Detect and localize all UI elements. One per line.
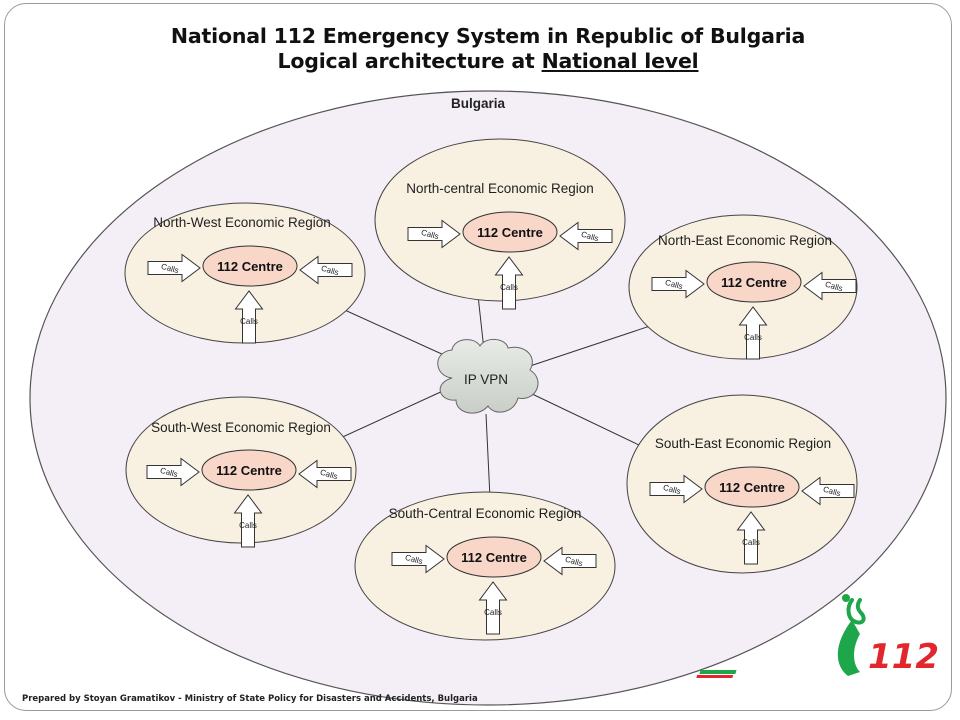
calls-arrow-bottom-south-east-shape-icon [736,511,766,565]
calls-arrow-right-south-central: Calls [543,546,597,576]
region-label-south-central: South-Central Economic Region [389,506,582,521]
title-line-2: Logical architecture at National level [0,49,960,73]
calls-arrow-left-south-west: Calls [146,457,200,487]
calls-arrow-right-north-west-shape-icon [299,255,353,285]
calls-arrow-left-north-east-shape-icon [651,269,705,299]
region-label-south-west: South-West Economic Region [151,420,331,435]
calls-arrow-bottom-north-east-label: Calls [744,333,762,342]
centre-label-south-west: 112 Centre [216,463,282,478]
calls-arrow-left-south-west-label: Calls [159,466,179,479]
calls-arrow-left-north-central-shape-icon [407,219,461,249]
calls-arrow-bottom-south-central-label: Calls [484,608,502,617]
calls-arrow-bottom-north-west-label: Calls [240,317,258,326]
title-line-1: National 112 Emergency System in Republi… [170,24,806,48]
centre-ellipse-south-east [704,466,800,508]
calls-arrow-right-south-west-shape-icon [298,459,352,489]
region-label-south-east: South-East Economic Region [655,436,831,451]
logo-underline-green [699,670,737,674]
calls-arrow-right-south-east-shape-icon [801,476,855,506]
calls-arrow-right-north-east: Calls [803,271,857,301]
footer-credit: Prepared by Stoyan Gramatikov - Ministry… [22,694,478,704]
calls-arrow-left-north-west-label: Calls [160,262,180,275]
country-label: Bulgaria [451,96,506,111]
calls-arrow-left-north-west: Calls [147,253,201,283]
calls-arrow-bottom-south-central-shape-icon [478,581,508,635]
title-line-2-underlined: National level [541,49,699,73]
region-label-north-central: North-central Economic Region [406,181,594,196]
logo-handset-top-icon [846,598,866,625]
logo-112: 112 [696,594,939,678]
calls-arrow-left-south-west-shape-icon [146,457,200,487]
calls-arrow-left-north-west-shape-icon [147,253,201,283]
region-label-north-east: North-East Economic Region [658,233,832,248]
calls-arrow-left-north-east-label: Calls [664,278,684,291]
ip-vpn-cloud: IP VPN [437,339,539,414]
calls-arrow-left-north-east: Calls [651,269,705,299]
region-label-north-west: North-West Economic Region [153,215,331,230]
centre-ellipse-north-central [462,211,558,253]
calls-arrow-left-south-central-label: Calls [404,553,424,566]
calls-arrow-right-south-east: Calls [801,476,855,506]
calls-arrow-left-south-east-label: Calls [662,483,682,496]
calls-arrow-bottom-south-east: Calls [736,511,766,565]
calls-arrow-bottom-north-west-shape-icon [234,290,264,344]
calls-arrow-bottom-south-central: Calls [478,581,508,635]
calls-arrow-bottom-north-central-shape-icon [494,256,524,310]
centre-label-south-central: 112 Centre [461,550,527,565]
centre-ellipse-south-west [201,449,297,491]
calls-arrow-right-north-east-shape-icon [803,271,857,301]
calls-arrow-left-south-central-shape-icon [391,544,445,574]
centre-label-north-west: 112 Centre [217,259,283,274]
cloud-shape-icon [437,339,539,414]
calls-arrow-right-south-west: Calls [298,459,352,489]
centre-ellipse-north-west [202,245,298,287]
calls-arrow-left-north-central: Calls [407,219,461,249]
logo-dot-icon [842,594,850,602]
calls-arrow-left-south-central: Calls [391,544,445,574]
centre-ellipse-south-central [446,536,542,578]
title-line-2-prefix: Logical architecture at [277,49,542,73]
network-label: IP VPN [464,372,508,387]
calls-arrow-bottom-south-west-label: Calls [239,521,257,530]
logo-text: 112 [868,637,939,677]
calls-arrow-bottom-south-east-label: Calls [742,538,760,547]
calls-arrow-left-south-east-shape-icon [649,474,703,504]
centre-label-north-east: 112 Centre [721,275,787,290]
calls-arrow-left-south-east: Calls [649,474,703,504]
calls-arrow-right-south-central-shape-icon [543,546,597,576]
calls-arrow-bottom-north-east-shape-icon [738,306,768,360]
calls-arrow-bottom-south-west: Calls [233,494,263,548]
centre-ellipse-north-east [706,261,802,303]
calls-arrow-right-north-west: Calls [299,255,353,285]
centre-label-south-east: 112 Centre [719,480,785,495]
calls-arrow-bottom-north-east: Calls [738,306,768,360]
calls-arrow-bottom-north-central: Calls [494,256,524,310]
logo-handset-icon [837,620,860,676]
logo-underline-red [696,675,734,678]
calls-arrow-bottom-north-central-label: Calls [500,283,518,292]
calls-arrow-bottom-south-west-shape-icon [233,494,263,548]
calls-arrow-right-north-central: Calls [559,221,613,251]
calls-arrow-left-north-central-label: Calls [420,228,440,241]
centre-label-north-central: 112 Centre [477,225,543,240]
calls-arrow-bottom-north-west: Calls [234,290,264,344]
calls-arrow-right-north-central-shape-icon [559,221,613,251]
